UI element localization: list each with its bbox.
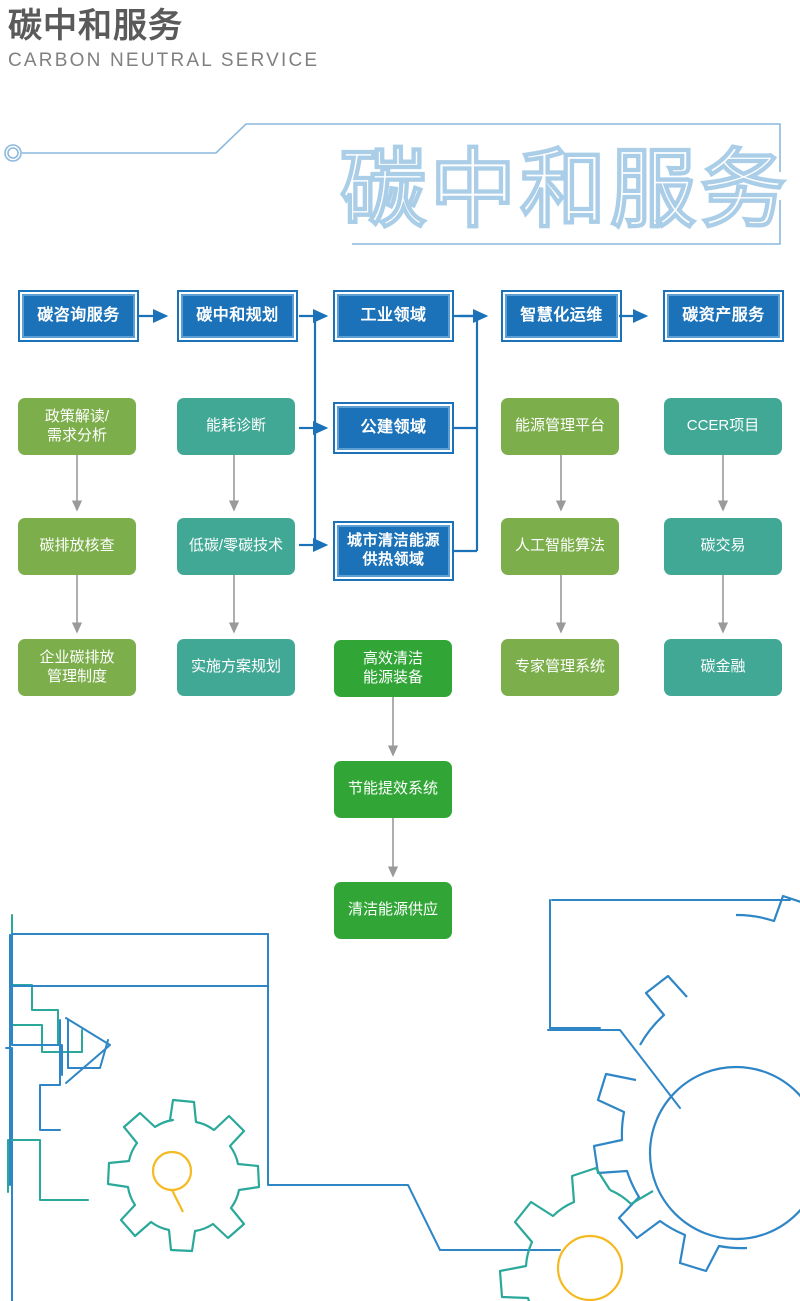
node-clean-energy-equipment[interactable]: 高效清洁 能源装备 — [334, 640, 452, 697]
node-energy-management-platform[interactable]: 能源管理平台 — [501, 398, 619, 455]
page-header: 碳中和服务 CARBON NEUTRAL SERVICE — [8, 4, 319, 74]
node-carbon-finance[interactable]: 碳金融 — [664, 639, 782, 696]
node-smart-om[interactable]: 智慧化运维 — [501, 290, 622, 342]
page-subtitle: CARBON NEUTRAL SERVICE — [8, 50, 320, 71]
node-industrial-domain[interactable]: 工业领域 — [333, 290, 454, 342]
page-title: 碳中和服务 — [8, 7, 183, 45]
node-ai-algorithm[interactable]: 人工智能算法 — [501, 518, 619, 575]
node-low-zero-carbon-tech[interactable]: 低碳/零碳技术 — [177, 518, 295, 575]
domain-left-arrows — [312, 420, 329, 553]
node-energy-saving-system[interactable]: 节能提效系统 — [334, 761, 452, 818]
domain-right-bracket — [453, 314, 479, 553]
node-ccer-project[interactable]: CCER项目 — [664, 398, 782, 455]
node-enterprise-emission-system[interactable]: 企业碳排放 管理制度 — [18, 639, 136, 696]
node-carbon-trading[interactable]: 碳交易 — [664, 518, 782, 575]
node-expert-management-system[interactable]: 专家管理系统 — [501, 639, 619, 696]
node-implementation-planning[interactable]: 实施方案规划 — [177, 639, 295, 696]
node-carbon-asset-service[interactable]: 碳资产服务 — [663, 290, 784, 342]
node-carbon-neutral-planning[interactable]: 碳中和规划 — [177, 290, 298, 342]
node-carbon-emission-verification[interactable]: 碳排放核查 — [18, 518, 136, 575]
node-clean-energy-supply[interactable]: 清洁能源供应 — [334, 882, 452, 939]
node-public-building-domain[interactable]: 公建领域 — [333, 402, 454, 454]
domain-left-bracket — [299, 316, 317, 547]
node-carbon-consulting[interactable]: 碳咨询服务 — [18, 290, 139, 342]
node-energy-diagnosis[interactable]: 能耗诊断 — [177, 398, 295, 455]
node-urban-clean-heating-domain[interactable]: 城市清洁能源 供热领域 — [333, 521, 454, 581]
node-policy-analysis[interactable]: 政策解读/ 需求分析 — [18, 398, 136, 455]
